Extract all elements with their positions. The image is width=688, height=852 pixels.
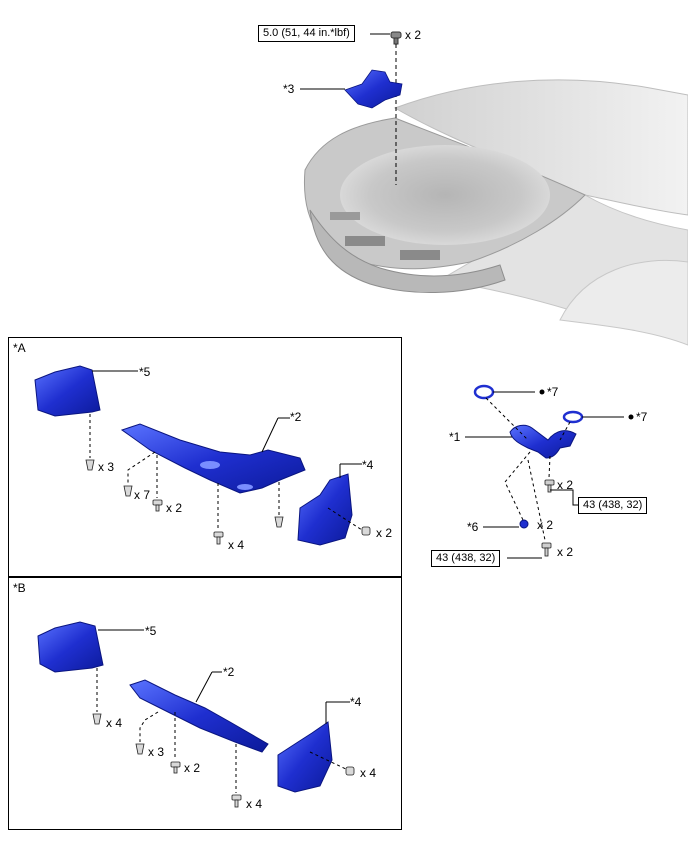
- section-a-label: *A: [13, 341, 26, 355]
- part-7-upper-label: *7: [547, 385, 559, 399]
- torque-upper-spec: 43 (438, 32): [578, 497, 648, 514]
- part-6-nut: [519, 519, 529, 529]
- b-qty-2: x 2: [184, 761, 201, 775]
- vehicle-engine-blur: [340, 145, 550, 245]
- b-part-5-cover: [37, 621, 104, 673]
- vehicle-grille-slot: [400, 250, 440, 260]
- dash-bolt-lower: [527, 459, 546, 541]
- top-torque-spec: 5.0 (51, 44 in.*lbf): [258, 25, 355, 42]
- part-3-bracket: [344, 69, 403, 109]
- a-part-5-label: *5: [139, 365, 151, 379]
- bolt-upper-qty: x 2: [557, 478, 574, 492]
- a-qty-4: x 4: [228, 538, 245, 552]
- dash-a-4b: [327, 507, 363, 531]
- b-qty-4c: x 4: [360, 766, 377, 780]
- dash-bolt-upper: [548, 455, 551, 479]
- b-part-5-label: *5: [145, 624, 157, 638]
- leader-b-2: [195, 671, 213, 703]
- top-bolt: [390, 31, 402, 45]
- b-qty-4a: x 4: [106, 716, 123, 730]
- part-3-label: *3: [283, 82, 295, 96]
- gasket-7-right: [562, 410, 584, 424]
- dash-pipe-lower: [504, 451, 531, 521]
- a-part-4-label: *4: [362, 458, 374, 472]
- part-7-right-label: *7: [636, 410, 648, 424]
- b-qty-4b: x 4: [246, 797, 263, 811]
- a-qty-2b: x 2: [376, 526, 393, 540]
- part-1-pipe: [509, 424, 577, 459]
- a-qty-3: x 3: [98, 460, 115, 474]
- part-1-label: *1: [449, 430, 461, 444]
- vehicle-grille-slot: [345, 236, 385, 246]
- vehicle-lower-bumper: [309, 209, 506, 293]
- section-b-box: [8, 576, 402, 830]
- dash-gasket-upper: [485, 397, 529, 441]
- right-fasteners: [541, 479, 555, 557]
- bolt-lower-qty: x 2: [557, 545, 574, 559]
- b-part-4-label: *4: [350, 695, 362, 709]
- top-bolt-qty: x 2: [405, 28, 422, 42]
- a-part-2-undercover: [120, 423, 306, 494]
- b-part-2-undercover: [129, 679, 269, 753]
- dash-b-4b: [309, 751, 349, 771]
- b-clips: [92, 713, 355, 808]
- a-part-2-label: *2: [290, 410, 302, 424]
- a-part-5-cover: [34, 365, 101, 417]
- vehicle-wheel-arch: [559, 259, 688, 346]
- vehicle-grille-slot: [330, 212, 360, 220]
- gasket-7-upper: [473, 384, 495, 400]
- section-b-label: *B: [13, 581, 26, 595]
- leader-torque-upper: [550, 489, 578, 506]
- dash-b-3: [139, 711, 159, 742]
- leader-a-2: [261, 417, 279, 453]
- a-part-4-panel: [297, 473, 353, 546]
- b-qty-3: x 3: [148, 745, 165, 759]
- a-clips: [85, 459, 371, 545]
- a-qty-2a: x 2: [166, 501, 183, 515]
- part-6-label: *6: [467, 520, 479, 534]
- b-part-2-label: *2: [223, 665, 235, 679]
- vehicle-illustration: [303, 79, 688, 346]
- section-a-box: [8, 337, 402, 578]
- dash-a-7: [127, 451, 156, 484]
- a-qty-7: x 7: [134, 488, 151, 502]
- b-part-4-panel: [277, 721, 333, 793]
- part-6-qty: x 2: [537, 518, 554, 532]
- torque-lower-spec: 43 (438, 32): [431, 550, 501, 567]
